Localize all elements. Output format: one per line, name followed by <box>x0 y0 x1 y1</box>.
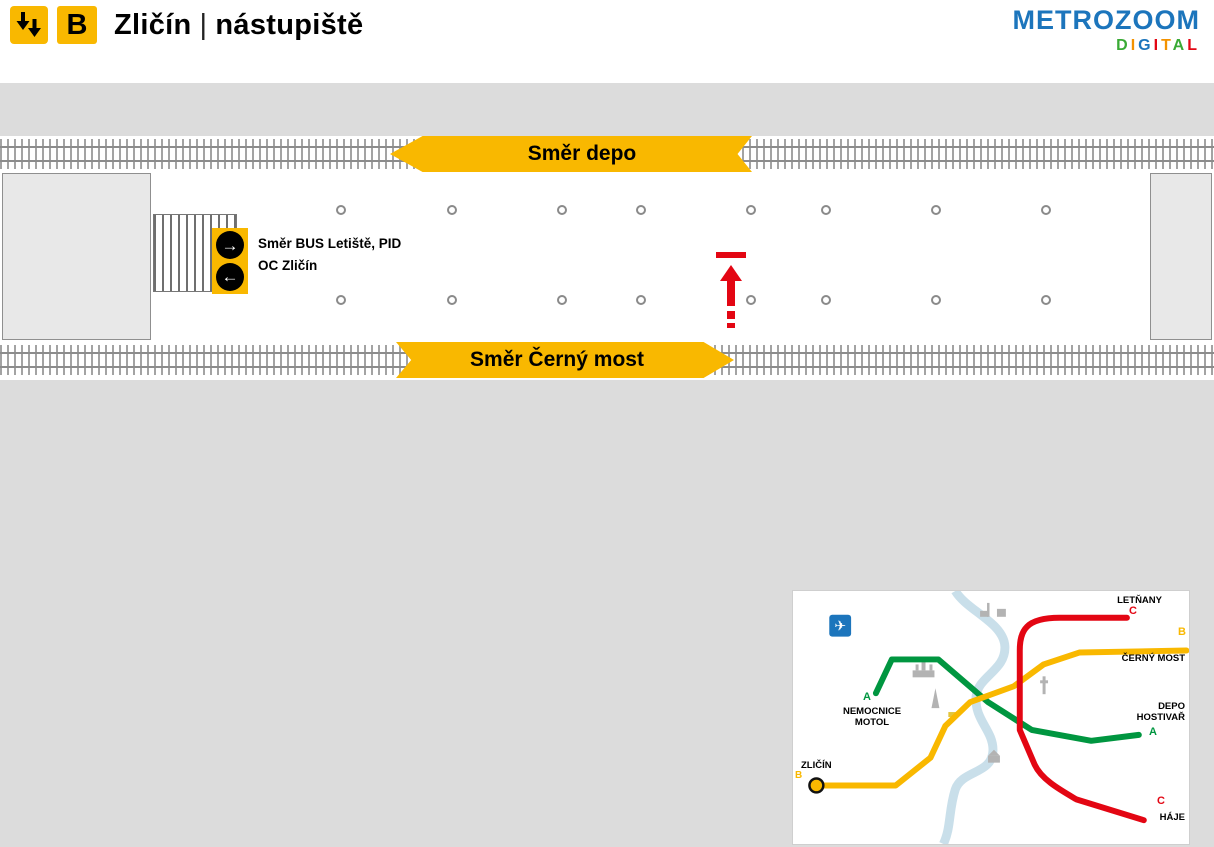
map-label-haje: HÁJE <box>1159 812 1185 823</box>
airport-icon-bg <box>829 614 852 637</box>
map-line-a-letter-right: A <box>1149 726 1157 738</box>
page-title: Zličín|nástupiště <box>114 9 363 42</box>
river <box>939 591 1010 844</box>
pillar <box>557 205 567 215</box>
logo-digital-letter: G <box>1138 37 1154 54</box>
metro-line-b <box>813 647 1189 789</box>
title-separator: | <box>199 9 208 41</box>
metro-line-a <box>872 656 1142 744</box>
metrozoom-logo: METROZOOM DIGITAL <box>1013 7 1200 54</box>
logo-main: METROZOOM <box>1012 5 1200 35</box>
pillar <box>821 295 831 305</box>
direction-banner-cerny-most: Směr Černý most <box>396 342 734 378</box>
area-name: nástupiště <box>215 9 364 41</box>
map-label-nemocnice-motol: NEMOCNICE MOTOL <box>842 706 902 729</box>
platform: → ← Směr BUS Letiště, PID OC Zličín <box>0 171 1214 343</box>
metro-line-c <box>1016 614 1147 824</box>
background-band-top <box>0 83 1214 136</box>
pillar <box>636 295 646 305</box>
logo-digital-letter: A <box>1172 37 1188 54</box>
arrow-right-icon: → <box>216 231 244 260</box>
airplane-icon: ✈ <box>834 618 846 634</box>
map-line-c-letter-top: C <box>1129 605 1137 617</box>
current-station-marker <box>808 777 825 794</box>
map-line-a-letter-left: A <box>863 691 871 703</box>
marker-arrow-up-icon <box>720 265 742 281</box>
logo-digital-letter: I <box>1130 37 1139 54</box>
map-line-c-letter-bottom: C <box>1157 795 1165 807</box>
station-name: Zličín <box>114 9 192 41</box>
pillar <box>1041 295 1051 305</box>
exit-sign-line2: OC Zličín <box>258 257 318 273</box>
logo-digital-letter: L <box>1187 37 1200 54</box>
map-line-b-letter-right: B <box>1178 626 1186 638</box>
direction-banner-depo: Směr depo <box>390 136 752 172</box>
arrow-left-glyph: ← <box>221 267 239 287</box>
metro-map: ✈ <box>808 591 1189 844</box>
logo-digital: DIGITAL <box>1013 38 1200 54</box>
structure-right <box>1150 173 1212 340</box>
logo-digital-letter: I <box>1153 37 1162 54</box>
pillar <box>746 205 756 215</box>
pillar <box>931 295 941 305</box>
pillar <box>931 205 941 215</box>
logo-digital-letter: D <box>1116 37 1131 54</box>
pillar <box>557 295 567 305</box>
exit-sign-line1: Směr BUS Letiště, PID <box>258 236 402 251</box>
direction-banner-depo-label: Směr depo <box>527 142 637 165</box>
map-label-depo-hostivar: DEPO HOSTIVAŘ <box>1136 701 1185 724</box>
logo-digital-letter: T <box>1161 37 1173 54</box>
pillar <box>447 295 457 305</box>
exit-direction-sign: → ← <box>212 228 248 294</box>
structure-left <box>2 173 151 340</box>
pillar <box>1041 205 1051 215</box>
map-line-b-letter-left: B <box>795 770 803 781</box>
pillar <box>447 205 457 215</box>
pillar <box>336 205 346 215</box>
pillar <box>336 295 346 305</box>
metro-map-card: ✈ LETŇANY C B ČERNÝ MOST DEPO HOSTIVAŘ A… <box>792 590 1190 845</box>
marker-bar <box>716 252 746 258</box>
direction-banner-cerny-most-label: Směr Černý most <box>470 348 644 371</box>
header: B Zličín|nástupiště METROZOOM DIGITAL <box>0 0 1214 83</box>
pillar <box>636 205 646 215</box>
exit-sign-text: Směr BUS Letiště, PID OC Zličín <box>258 233 401 276</box>
double-down-arrows-icon <box>16 12 41 37</box>
map-label-cerny-most: ČERNÝ MOST <box>1121 653 1185 664</box>
arrow-right-glyph: → <box>221 235 239 255</box>
current-position-marker <box>716 252 746 330</box>
marker-dash <box>727 323 735 328</box>
marker-arrow-shaft <box>727 280 735 306</box>
pillar <box>821 205 831 215</box>
station-entrance-icon <box>10 6 48 44</box>
map-label-letnany: LETŇANY <box>1117 595 1162 606</box>
marker-dash <box>727 311 735 319</box>
arrow-left-icon: ← <box>216 262 244 291</box>
map-label-zlicin: ZLIČÍN <box>801 760 832 771</box>
pillar <box>746 295 756 305</box>
line-b-badge: B <box>57 6 97 44</box>
